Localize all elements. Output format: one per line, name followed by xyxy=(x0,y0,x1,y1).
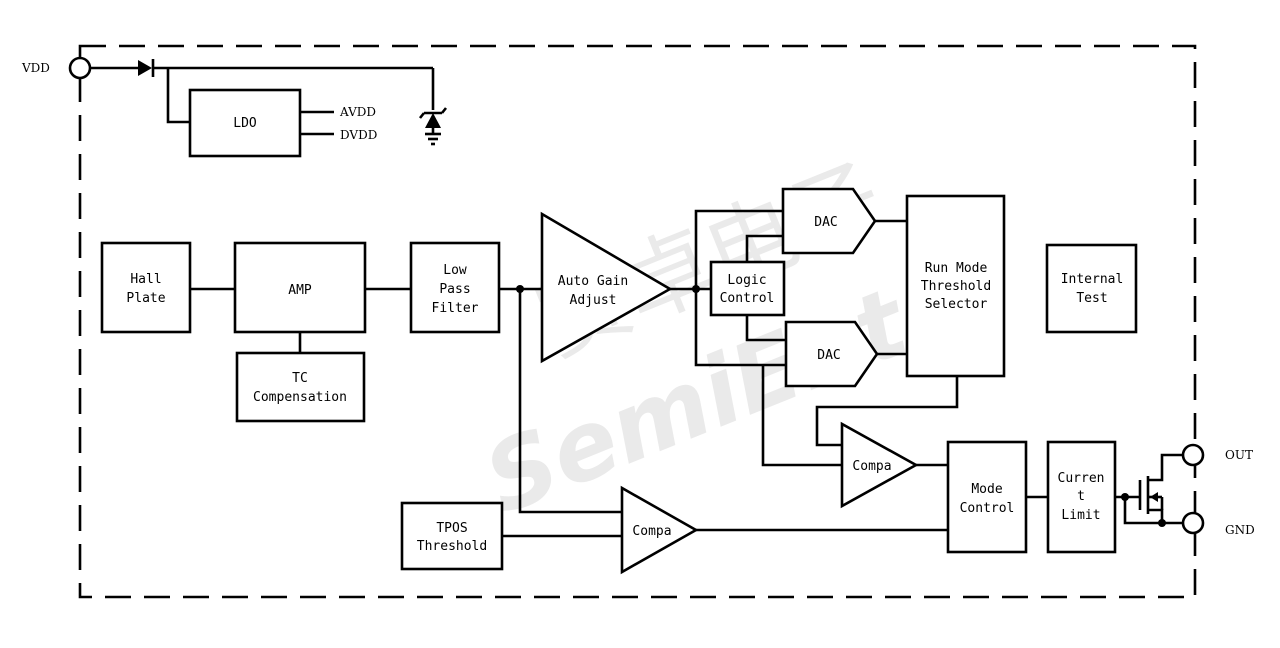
hall-plate-label-2: Plate xyxy=(126,291,165,306)
compa-lower-label: Compa xyxy=(632,524,671,539)
dvdd-label: DVDD xyxy=(340,128,377,142)
auto-gain-adjust-label-2: Adjust xyxy=(570,293,617,308)
tpos-threshold-label-2: Threshold xyxy=(417,539,487,554)
compa-lower-comparator xyxy=(620,485,699,575)
output-transistor xyxy=(1115,443,1205,535)
signal-wires xyxy=(190,209,1048,538)
amp-label: AMP xyxy=(288,283,312,298)
low-pass-filter-label-2: Pass xyxy=(439,282,470,297)
gnd-pin-label: GND xyxy=(1225,523,1255,537)
logic-control-block xyxy=(709,260,786,317)
tc-compensation-block xyxy=(235,351,366,423)
hall-plate-label-1: Hall xyxy=(130,272,161,287)
dac-top-block xyxy=(781,187,877,255)
internal-test-block xyxy=(1045,243,1138,334)
out-pin xyxy=(1181,443,1205,467)
logic-control-label-2: Control xyxy=(720,291,775,306)
chip-boundary xyxy=(78,44,1197,599)
mode-control-label-1: Mode xyxy=(971,482,1002,497)
low-pass-filter-label-1: Low xyxy=(443,263,467,278)
low-pass-filter-label-3: Filter xyxy=(432,301,479,316)
ground-icon xyxy=(425,132,441,146)
out-pin-label: OUT xyxy=(1225,448,1253,462)
gnd-pin xyxy=(1181,511,1205,535)
run-mode-label-2: Threshold xyxy=(921,279,991,294)
current-limit-label-2: t xyxy=(1077,489,1085,504)
low-pass-filter-block xyxy=(409,241,501,334)
auto-gain-adjust-label-1: Auto Gain xyxy=(558,274,628,289)
tpos-threshold-block xyxy=(400,501,504,571)
mode-control-block xyxy=(946,440,1028,554)
supply-section xyxy=(68,56,448,158)
diode-icon xyxy=(138,60,152,76)
ldo-block xyxy=(188,88,302,158)
auto-gain-adjust-amplifier xyxy=(540,211,673,364)
dac-bottom-block xyxy=(784,320,879,388)
vdd-pin xyxy=(68,56,92,80)
hall-plate-block xyxy=(100,241,192,334)
logic-control-label-1: Logic xyxy=(727,273,766,288)
run-mode-label-1: Run Mode xyxy=(925,261,988,276)
tc-compensation-label-2: Compensation xyxy=(253,390,347,405)
tpos-threshold-label-1: TPOS xyxy=(436,521,467,536)
dac-bottom-label: DAC xyxy=(817,348,840,363)
vdd-pin-label: VDD xyxy=(21,61,50,75)
internal-test-label-1: Internal xyxy=(1061,272,1124,287)
zener-diode-icon xyxy=(418,107,448,134)
tc-compensation-label-1: TC xyxy=(292,371,308,386)
run-mode-threshold-selector-block xyxy=(905,194,1006,378)
compa-upper-label: Compa xyxy=(852,459,891,474)
current-limit-label-1: Curren xyxy=(1058,471,1105,486)
run-mode-label-3: Selector xyxy=(925,297,988,312)
current-limit-label-3: Limit xyxy=(1061,508,1100,523)
mode-control-label-2: Control xyxy=(960,501,1015,516)
avdd-label: AVDD xyxy=(339,105,376,119)
ldo-label: LDO xyxy=(233,116,257,131)
internal-test-label-2: Test xyxy=(1076,291,1107,306)
dac-top-label: DAC xyxy=(814,215,837,230)
